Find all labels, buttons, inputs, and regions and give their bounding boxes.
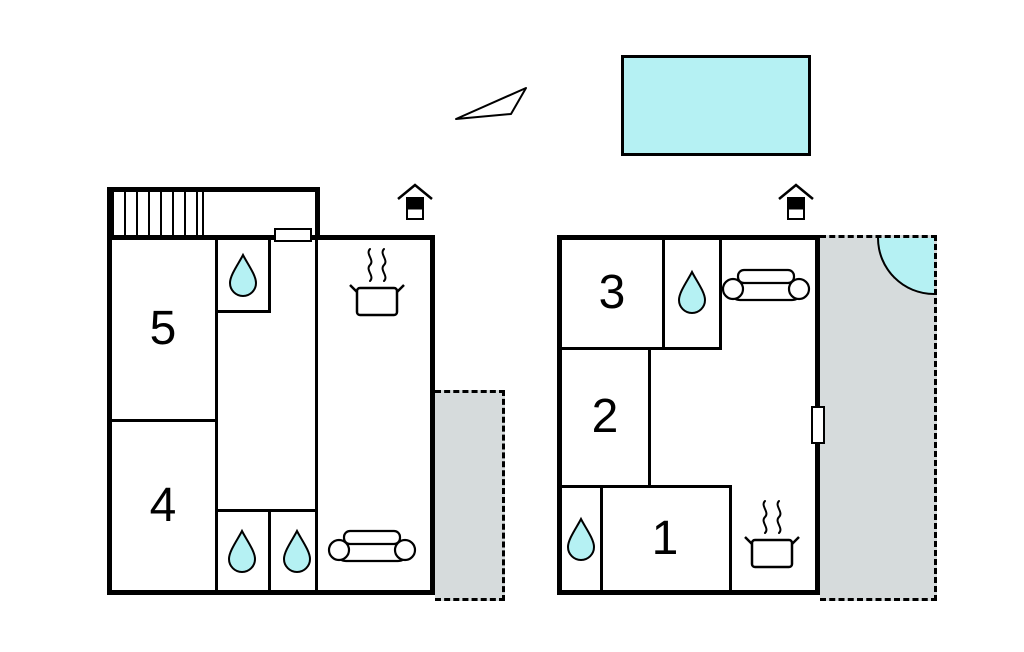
interior-wall (729, 488, 732, 590)
interior-wall (562, 485, 732, 488)
fireplace-icon (397, 183, 433, 220)
stove-icon (744, 500, 800, 569)
stove-icon (349, 248, 405, 317)
fireplace-icon (778, 183, 814, 220)
interior-wall (562, 347, 722, 350)
interior-wall (215, 310, 271, 313)
north-arrow-icon (455, 87, 527, 120)
interior-wall (268, 240, 271, 312)
door-left-building (274, 228, 312, 242)
staircase-icon (112, 192, 202, 235)
water-drop-icon (566, 516, 596, 561)
sofa-icon (721, 268, 811, 302)
water-drop-icon (282, 528, 312, 573)
interior-wall (315, 240, 318, 590)
room-label-5: 5 (149, 302, 177, 355)
interior-wall (600, 488, 603, 590)
door-right-building (811, 406, 825, 444)
pool (621, 55, 811, 156)
interior-wall (268, 512, 271, 590)
room-label-3: 3 (598, 266, 626, 319)
staircase-edge (202, 192, 204, 235)
interior-wall (112, 419, 218, 422)
interior-wall (215, 509, 318, 512)
water-drop-icon (228, 252, 258, 297)
interior-wall (662, 240, 665, 350)
water-drop-icon (227, 528, 257, 573)
pool-corner (877, 238, 934, 295)
water-drop-icon (677, 269, 707, 314)
room-label-1: 1 (651, 512, 679, 565)
interior-wall (215, 240, 218, 590)
room-label-4: 4 (149, 479, 177, 532)
terrace-left (435, 390, 505, 601)
sofa-icon (327, 529, 417, 563)
terrace-right (820, 235, 937, 601)
interior-wall (719, 240, 722, 350)
room-label-2: 2 (591, 390, 619, 443)
interior-wall (648, 350, 651, 487)
